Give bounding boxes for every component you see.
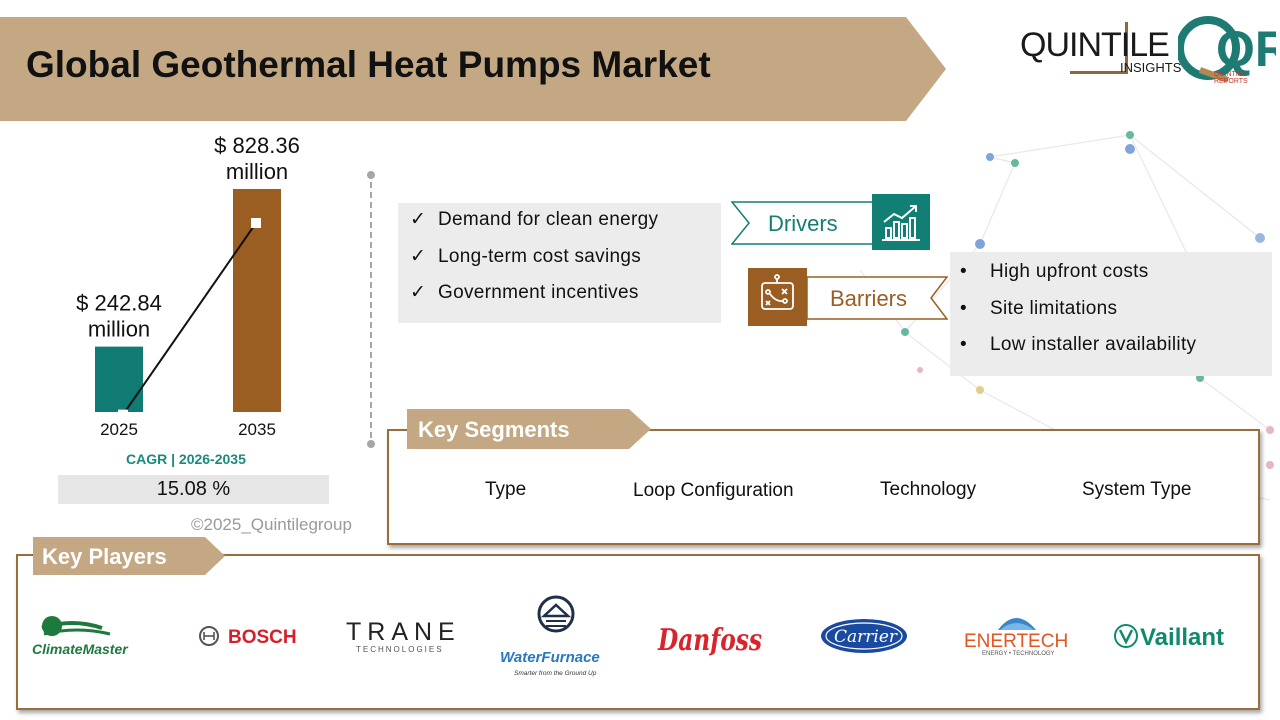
data-label: million xyxy=(88,317,150,342)
key-segments-tab-shape xyxy=(407,409,651,449)
segment-technology: Technology xyxy=(880,479,977,500)
title-banner xyxy=(0,17,946,121)
barriers-label: Barriers xyxy=(830,286,908,311)
trend-marker xyxy=(118,409,128,420)
qr-logo-icon: QR xyxy=(1178,16,1276,83)
cagr-value: 15.08 % xyxy=(58,475,329,504)
svg-text:TECHNOLOGIES: TECHNOLOGIES xyxy=(356,645,444,654)
driver-item: ✓Long-term cost savings xyxy=(410,246,642,267)
strategy-board-icon xyxy=(748,268,807,326)
x-tick-label: 2035 xyxy=(238,420,276,439)
data-label: million xyxy=(226,159,288,184)
barriers-tag-shape xyxy=(806,276,948,320)
segment-system-type: System Type xyxy=(1082,479,1192,500)
svg-text:ENERTECH: ENERTECH xyxy=(964,631,1068,652)
cagr-label: CAGR | 2026-2035 xyxy=(126,451,246,467)
drivers-tag-shape xyxy=(731,201,876,245)
svg-text:BOSCH: BOSCH xyxy=(228,627,297,648)
key-players-panel xyxy=(16,554,1260,710)
drivers-list-panel xyxy=(398,203,721,323)
danfoss-logo: Danfoss xyxy=(656,614,768,660)
barriers-list-panel xyxy=(950,252,1272,376)
data-label: $ 828.36 xyxy=(214,133,300,158)
qr-logo-subtitle: QUINTILE REPORTS xyxy=(1214,71,1248,85)
svg-text:ENERGY • TECHNOLOGY: ENERGY • TECHNOLOGY xyxy=(982,651,1055,657)
trend-line xyxy=(122,222,257,416)
section-divider xyxy=(370,172,372,448)
vaillant-logo: Vaillant xyxy=(1114,620,1232,654)
divider-dot-bottom xyxy=(367,440,375,448)
key-players-tab-shape xyxy=(33,537,225,575)
check-icon: ✓ xyxy=(410,209,427,230)
qr-logo-text: QR xyxy=(1216,21,1276,77)
bullet-icon: • xyxy=(960,298,967,319)
driver-item: ✓Government incentives xyxy=(410,282,639,303)
svg-text:ClimateMaster: ClimateMaster xyxy=(32,641,129,657)
check-icon: ✓ xyxy=(410,246,427,267)
data-label: $ 242.84 xyxy=(76,291,162,316)
logo-frame xyxy=(1070,22,1128,74)
divider-dot-top xyxy=(367,171,375,179)
svg-text:Vaillant: Vaillant xyxy=(1140,624,1224,651)
growth-chart-icon xyxy=(872,194,930,250)
driver-item: ✓Demand for clean energy xyxy=(410,209,659,230)
svg-text:TRANE: TRANE xyxy=(346,618,456,646)
copyright-text: ©2025_Quintilegroup xyxy=(191,515,352,534)
barrier-item: •Site limitations xyxy=(960,298,1118,319)
drivers-label: Drivers xyxy=(768,211,838,236)
waterfurnace-logo: WaterFurnace Smarter from the Ground Up xyxy=(498,594,614,678)
svg-text:Smarter from the Ground Up: Smarter from the Ground Up xyxy=(514,670,597,677)
svg-text:Carrier: Carrier xyxy=(834,627,898,647)
x-tick-label: 2025 xyxy=(100,420,138,439)
bar-2025 xyxy=(95,346,143,412)
check-icon: ✓ xyxy=(410,282,427,303)
key-segments-title: Key Segments xyxy=(418,417,570,442)
segment-loop-configuration: Loop Configuration xyxy=(633,480,794,501)
segment-type: Type xyxy=(485,479,527,500)
trend-marker xyxy=(251,218,261,228)
bullet-icon: • xyxy=(960,261,967,282)
carrier-logo: Carrier xyxy=(820,618,910,654)
enertech-logo: ENERTECH ENERGY • TECHNOLOGY xyxy=(962,610,1074,658)
barrier-item: •High upfront costs xyxy=(960,261,1149,282)
climatemaster-logo: ClimateMaster xyxy=(32,612,156,660)
page-title: Global Geothermal Heat Pumps Market xyxy=(26,44,711,85)
logo-name: QUINTILE xyxy=(1020,26,1170,64)
trane-logo: TRANE TECHNOLOGIES xyxy=(344,616,456,656)
bullet-icon: • xyxy=(960,334,967,355)
bosch-logo: BOSCH xyxy=(198,622,298,650)
quintile-logo: QUINTILE INSIGHTS QR QUINTILE REPORTS xyxy=(1016,14,1278,85)
logo-subtitle: INSIGHTS xyxy=(1120,60,1182,75)
key-players-title: Key Players xyxy=(42,544,167,569)
barrier-item: •Low installer availability xyxy=(960,334,1197,355)
svg-text:Danfoss: Danfoss xyxy=(657,623,762,658)
svg-text:WaterFurnace: WaterFurnace xyxy=(500,649,600,666)
